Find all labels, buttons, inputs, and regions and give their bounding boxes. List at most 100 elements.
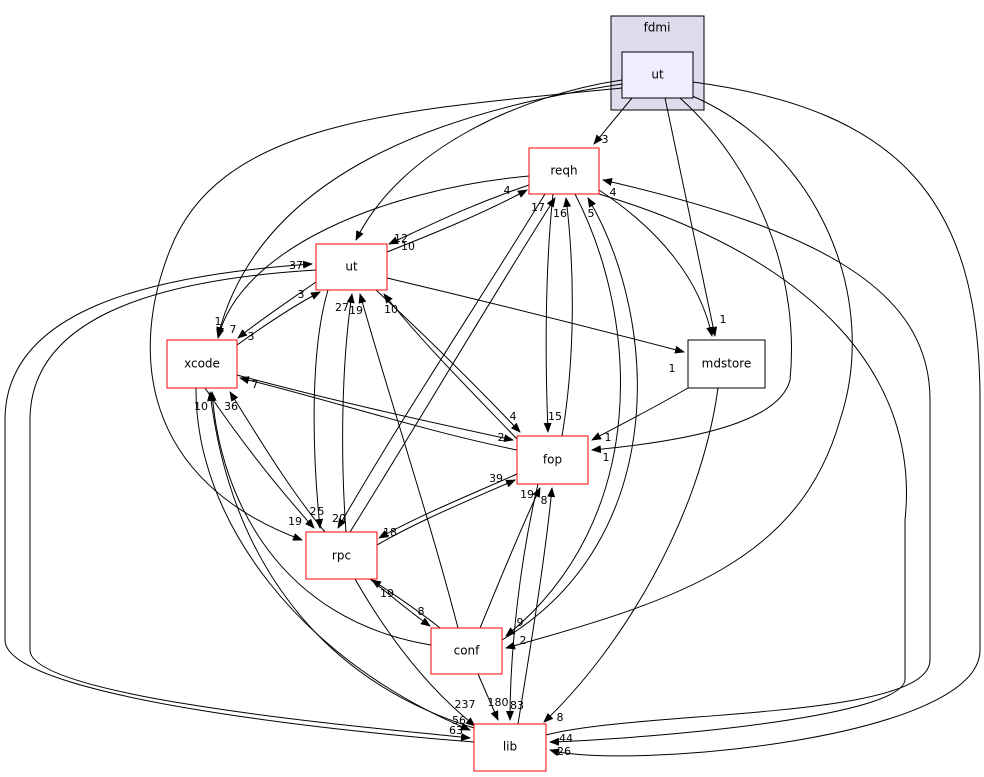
edge-label: 19 [349, 304, 363, 317]
edge-fdmi-ut-to-ut [355, 79, 623, 241]
edge-label: 1 [603, 451, 610, 464]
edge-label: 18 [383, 526, 397, 539]
edge-label: 37 [289, 259, 303, 272]
edge-label: 3 [602, 133, 609, 146]
edge-label: 4 [610, 186, 617, 199]
node-label: xcode [184, 357, 220, 371]
edge-label: 7 [230, 323, 237, 336]
edge-fop-to-ut [383, 293, 519, 441]
edge-label: 26 [557, 745, 571, 758]
edge-label: 83 [510, 699, 524, 712]
edge-conf-to-fop [479, 487, 541, 629]
node-label: lib [503, 740, 517, 754]
node-fdmi-ut[interactable]: ut [621, 51, 694, 99]
node-label: fop [543, 453, 562, 467]
edge-ut-to-xcode [237, 281, 317, 339]
edge-label: 20 [332, 512, 346, 525]
edge-conf-to-xcode [208, 391, 432, 646]
edge-fdmi-ut-to-rpc [149, 87, 623, 541]
edge-fdmi-ut-to-reqh [593, 97, 633, 145]
edge-label: 1 [215, 315, 222, 328]
node-fop[interactable]: fop [516, 435, 589, 485]
edge-mdstore-to-lib [543, 387, 719, 723]
edge-label: 4 [504, 184, 511, 197]
edge-conf-to-reqh [501, 197, 638, 641]
edge-ut-to-lib [29, 269, 471, 741]
edge-label: 3 [248, 330, 255, 343]
edge-rpc-to-fop [376, 479, 516, 546]
edge-fop-to-rpc [378, 473, 518, 539]
edge-label: 39 [489, 472, 503, 485]
node-lib[interactable]: lib [473, 723, 547, 772]
edge-fdmi-ut-to-xcode [216, 83, 623, 337]
edge-labels: 3 4 4 17 16 5 12 10 37 3 27 19 10 1 7 3 … [194, 133, 727, 758]
edge-fop-to-lib [506, 483, 539, 721]
edge-fdmi-ut-to-conf [505, 94, 853, 650]
edge-label: 8 [541, 494, 548, 507]
node-label: mdstore [702, 357, 752, 371]
node-label: rpc [332, 549, 351, 563]
cluster-label: fdmi [644, 21, 671, 35]
node-mdstore[interactable]: mdstore [687, 339, 766, 389]
edge-ut-to-mdstore [386, 277, 685, 354]
edge-conf-to-lib [477, 673, 499, 721]
node-label: ut [651, 68, 664, 82]
edge-label: 1 [720, 313, 727, 326]
edge-label: 5 [588, 207, 595, 220]
edge-label: 56 [452, 714, 466, 727]
edge-label: 180 [488, 696, 509, 709]
edge-fdmi-ut-to-mdstore [664, 97, 718, 337]
edges [4, 79, 981, 757]
edge-label: 10 [401, 240, 415, 253]
edge-fdmi-ut-to-fop [591, 97, 793, 454]
edge-label: 9 [517, 616, 524, 629]
node-ut[interactable]: ut [315, 243, 388, 291]
edge-label: 44 [559, 732, 573, 745]
edge-fdmi-ut-to-lib [549, 81, 981, 757]
edge-xcode-to-lib [195, 387, 471, 731]
edge-lib-to-xcode [207, 391, 475, 729]
edge-rpc-to-reqh [349, 197, 556, 533]
edge-rpc-to-ut [342, 293, 355, 533]
node-xcode[interactable]: xcode [166, 339, 238, 389]
edge-label: 19 [288, 515, 302, 528]
edge-label: 237 [455, 698, 476, 711]
edge-label: 4 [510, 410, 517, 423]
edge-reqh-to-xcode [216, 175, 530, 339]
node-conf[interactable]: conf [430, 627, 503, 675]
edge-label: 8 [418, 605, 425, 618]
edge-label: 63 [449, 724, 463, 737]
edge-lib-to-ut [4, 260, 475, 743]
node-label: conf [454, 644, 481, 658]
edge-xcode-to-ut [236, 291, 321, 346]
edge-conf-to-ut [358, 293, 459, 629]
node-label: reqh [550, 164, 577, 178]
edge-lib-to-reqh [545, 178, 931, 736]
edge-conf-to-rpc [371, 579, 441, 629]
node-rpc[interactable]: rpc [305, 531, 378, 580]
node-label: ut [345, 260, 358, 274]
edge-label: 15 [548, 410, 562, 423]
edge-rpc-to-conf [369, 578, 431, 627]
edge-reqh-to-mdstore [598, 189, 715, 337]
edge-label: 12 [394, 232, 408, 245]
edge-label: 10 [384, 303, 398, 316]
edge-reqh-to-lib [549, 193, 907, 746]
edge-label: 2 [520, 634, 527, 647]
edge-xcode-to-fop [236, 374, 514, 443]
edge-label: 3 [298, 288, 305, 301]
edge-label: 27 [335, 301, 349, 314]
edge-label: 36 [224, 400, 238, 413]
edge-label: 5 [318, 505, 325, 518]
edge-ut-to-reqh [386, 189, 528, 253]
edge-reqh-to-ut [388, 184, 530, 245]
node-reqh[interactable]: reqh [528, 147, 600, 195]
edge-label: 1 [605, 431, 612, 444]
edge-label: 8 [557, 711, 564, 724]
edge-ut-to-rpc [313, 289, 329, 529]
edge-label: 19 [520, 488, 534, 501]
edge-reqh-to-rpc [337, 193, 546, 529]
edge-reqh-to-conf [505, 193, 621, 637]
edge-rpc-to-lib [354, 578, 476, 727]
